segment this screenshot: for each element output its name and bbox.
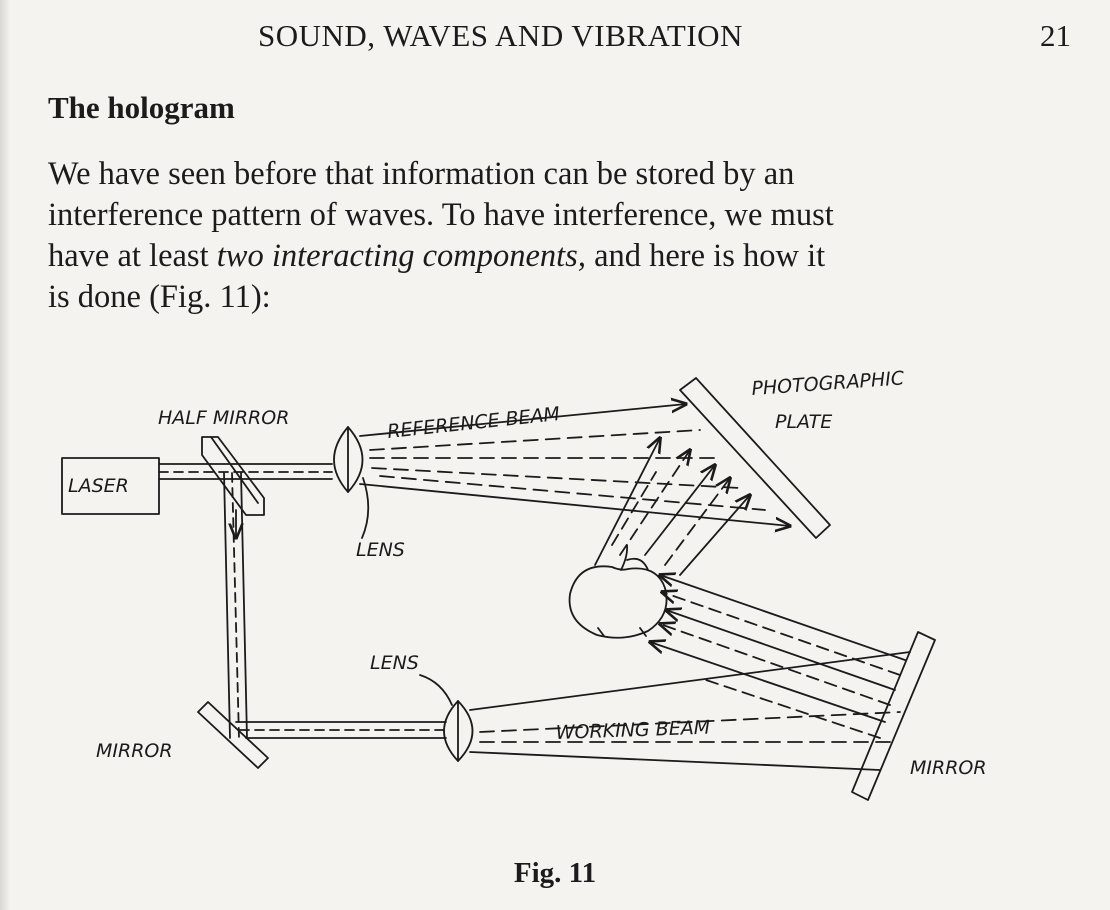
- running-head: SOUND, WAVES AND VIBRATION: [258, 18, 743, 53]
- label-working-beam: WORKING BEAM: [555, 717, 710, 744]
- label-half-mirror: HALF MIRROR: [158, 407, 289, 429]
- object-beam: [594, 438, 750, 576]
- paragraph-text: and here is how it: [585, 238, 826, 274]
- right-mirror: [851, 631, 936, 801]
- paragraph-line: We have seen before that information can…: [48, 156, 795, 192]
- reference-beam: [359, 404, 790, 526]
- hologram-figure: HALF MIRROR LASER REFERENCE BEAM PHOTOGR…: [0, 360, 1110, 830]
- vertical-beam: [223, 472, 248, 739]
- label-mirror-right: MIRROR: [910, 757, 987, 779]
- apple-object: [568, 544, 668, 639]
- laser-beam: [158, 463, 333, 480]
- label-mirror-left: MIRROR: [96, 740, 173, 762]
- horizontal-beam: [235, 721, 447, 739]
- paragraph-text: have at least: [48, 238, 217, 274]
- half-mirror-face: [210, 436, 259, 504]
- page-number: 21: [1040, 18, 1071, 53]
- paragraph-line: have at least two interacting components…: [48, 236, 1088, 277]
- figure-caption: Fig. 11: [513, 857, 597, 889]
- label-plate: PLATE: [775, 411, 832, 433]
- half-mirror-shape: [201, 436, 265, 516]
- section-heading: The hologram: [48, 90, 235, 125]
- label-photographic: PHOTOGRAPHIC: [751, 367, 906, 400]
- emphasis-text: two interacting components,: [216, 238, 586, 274]
- hologram-diagram: HALF MIRROR LASER REFERENCE BEAM PHOTOGR…: [61, 367, 987, 801]
- label-laser: LASER: [68, 475, 129, 497]
- paragraph-line: is done (Fig. 11):: [48, 279, 271, 315]
- label-lens-bottom: LENS: [370, 652, 419, 674]
- working-beam: [469, 651, 911, 771]
- paragraph-line: interference pattern of waves. To have i…: [48, 197, 834, 233]
- reflected-beam: [650, 575, 906, 739]
- body-paragraph: We have seen before that information can…: [48, 154, 1088, 318]
- label-reference-beam: REFERENCE BEAM: [386, 403, 561, 443]
- top-lens-leader: [361, 477, 370, 539]
- left-mirror: [197, 701, 269, 769]
- page-edge-shadow: [0, 0, 10, 910]
- label-lens-top: LENS: [356, 539, 405, 561]
- bottom-lens-leader: [419, 674, 453, 706]
- laser-box: [61, 457, 160, 515]
- photographic-plate: [679, 377, 831, 539]
